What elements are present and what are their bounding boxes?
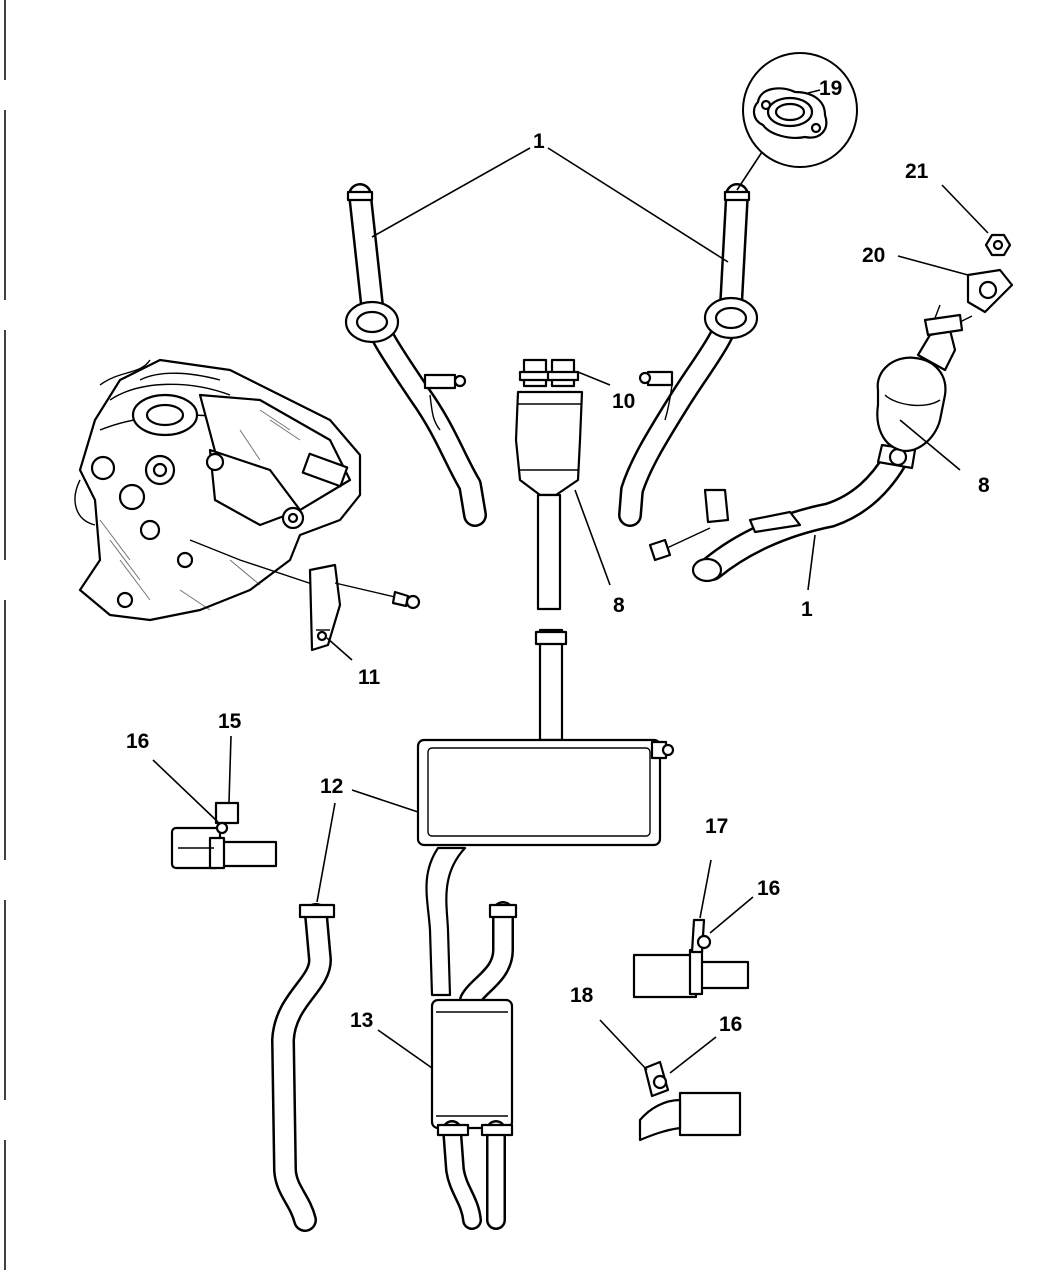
hanger-left bbox=[152, 735, 278, 870]
callout-11: 11 bbox=[358, 666, 381, 689]
left-exhaust-pipe bbox=[344, 183, 487, 527]
callout-18: 18 bbox=[570, 984, 594, 1007]
callout-10: 10 bbox=[612, 390, 635, 413]
callout-1-right: 1 bbox=[801, 598, 813, 621]
callout-16-left: 16 bbox=[126, 730, 149, 753]
resonator-assembly bbox=[351, 628, 675, 997]
callout-16-low: 16 bbox=[719, 1013, 742, 1036]
callout-8-right: 8 bbox=[978, 474, 990, 497]
center-catalytic-converter bbox=[514, 358, 611, 611]
callout-15: 15 bbox=[218, 710, 242, 733]
callout-19: 19 bbox=[819, 77, 842, 100]
leaders-part-1 bbox=[371, 147, 961, 591]
tailpipe bbox=[271, 802, 336, 1232]
callout-20: 20 bbox=[862, 244, 885, 267]
right-catalytic-converter bbox=[648, 304, 973, 583]
callout-1-top: 1 bbox=[533, 130, 545, 153]
flange-gasket bbox=[897, 255, 1014, 314]
support-bracket bbox=[308, 563, 421, 661]
callout-12: 12 bbox=[320, 775, 343, 798]
right-exhaust-pipe bbox=[618, 183, 759, 527]
callout-13: 13 bbox=[350, 1009, 373, 1032]
callout-16-mid: 16 bbox=[757, 877, 780, 900]
rear-muffler bbox=[377, 901, 518, 1230]
callout-8-mid: 8 bbox=[613, 594, 625, 617]
transmission-housing bbox=[74, 358, 362, 622]
hanger-right-lower bbox=[599, 1019, 742, 1142]
callout-17: 17 bbox=[705, 815, 728, 838]
hanger-right-upper bbox=[632, 859, 754, 999]
gasket-detail-circle bbox=[736, 52, 858, 191]
callout-21: 21 bbox=[905, 160, 929, 183]
flange-nut bbox=[941, 184, 1012, 257]
callout-labels: 1 19 21 20 10 8 8 1 11 15 16 12 17 16 18… bbox=[126, 77, 990, 1036]
